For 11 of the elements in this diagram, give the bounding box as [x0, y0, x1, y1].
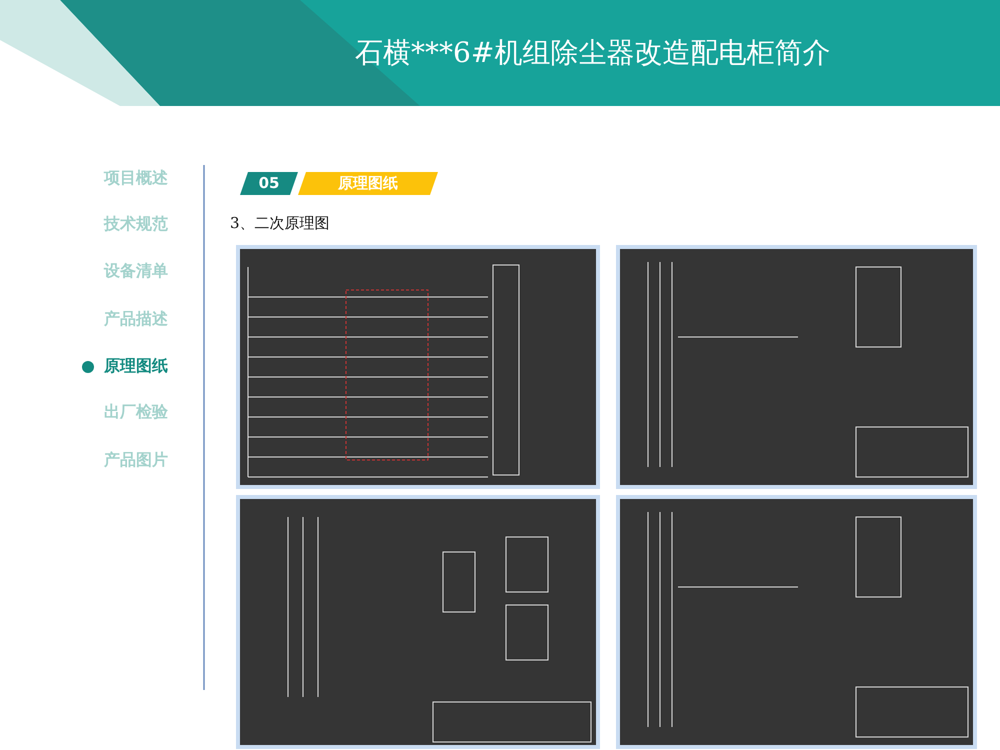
- section-title-tag: 原理图纸: [298, 172, 438, 195]
- menu-item: 产品描述: [104, 309, 168, 330]
- section-subtitle: 3、二次原理图: [230, 214, 330, 233]
- menu-item: 设备清单: [104, 261, 168, 282]
- slide-title: 石横***6#机组除尘器改造配电柜简介: [355, 35, 830, 71]
- section-number-tag: 05: [240, 172, 298, 195]
- menu-item: 原理图纸: [104, 356, 168, 377]
- menu-item: 项目概述: [104, 168, 168, 189]
- menu-item: 出厂检验: [104, 402, 168, 423]
- menu-item: 技术规范: [104, 214, 168, 235]
- menu-item: 产品图片: [104, 450, 168, 471]
